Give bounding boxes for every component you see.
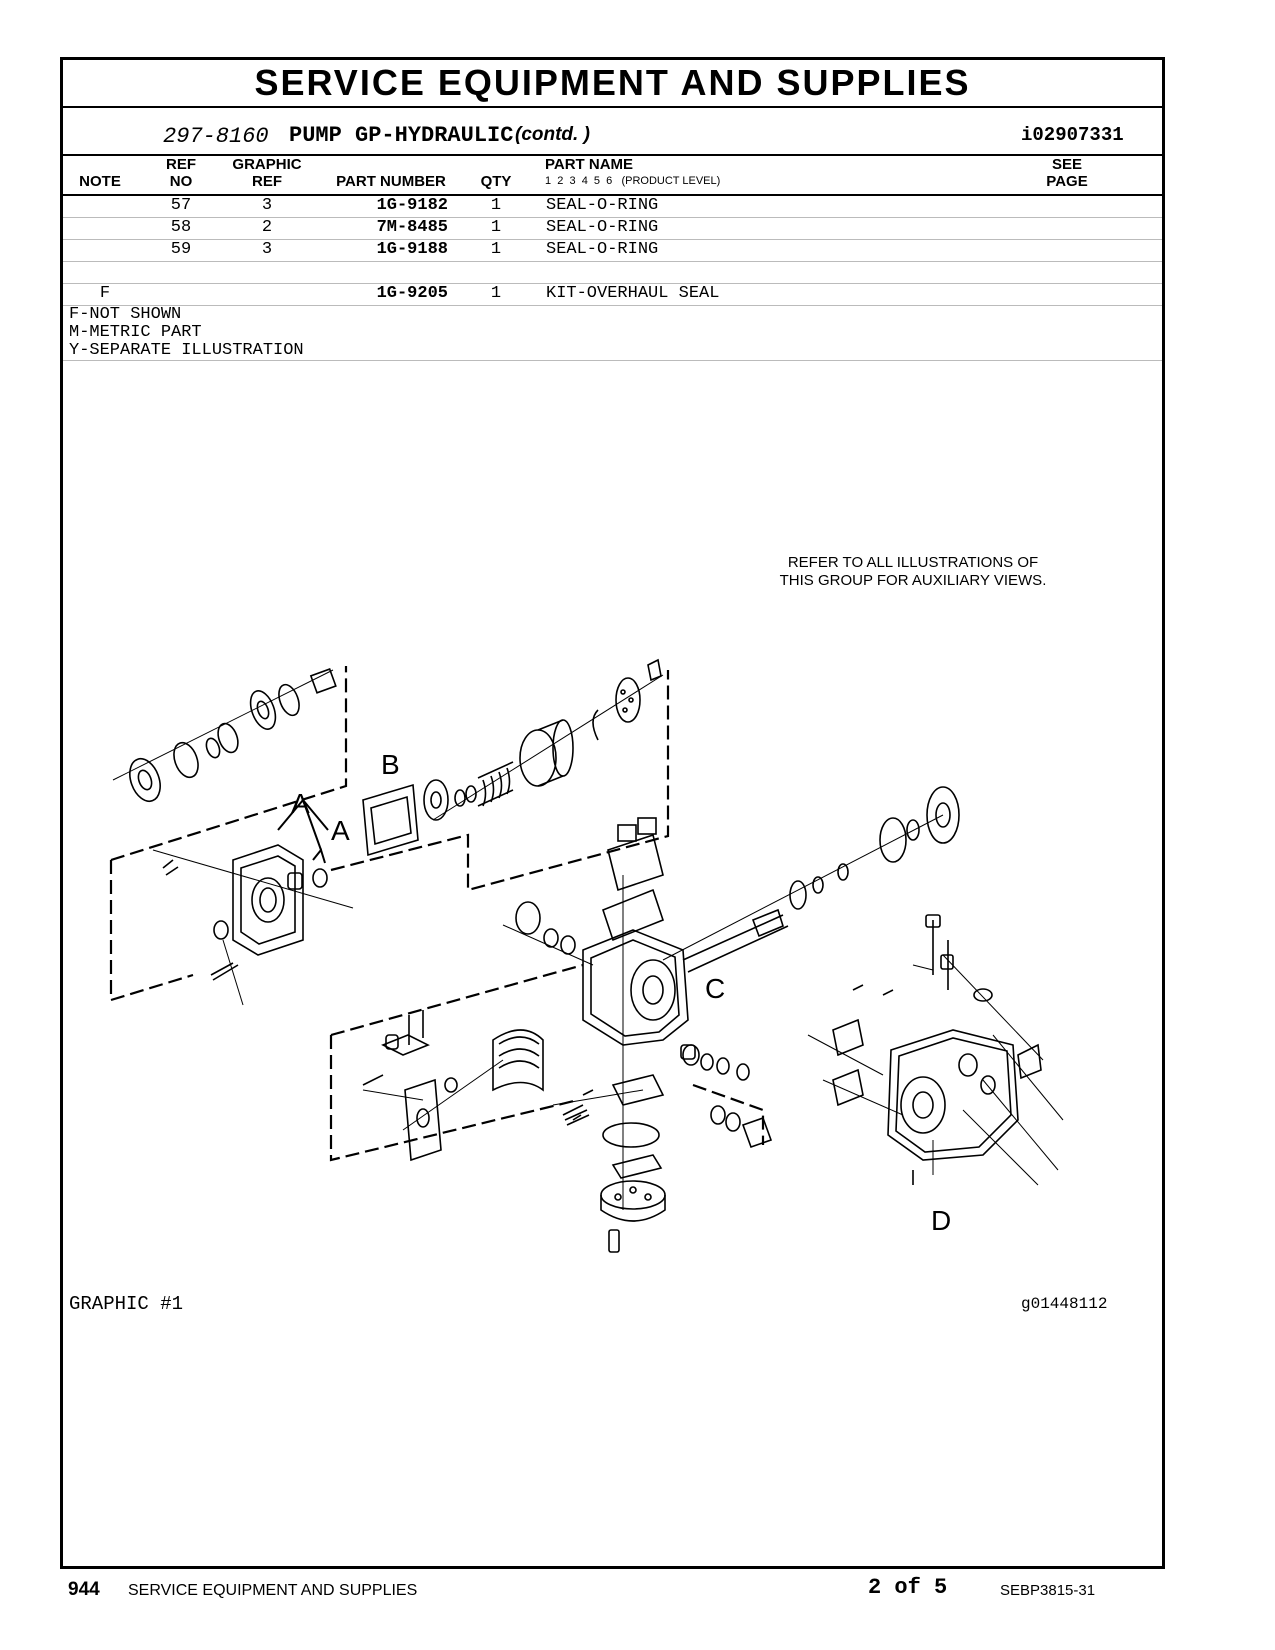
view-label-d: D <box>931 1205 951 1236</box>
group-header: 297-8160 PUMP GP-HYDRAULIC (contd. ) i02… <box>63 106 1162 156</box>
orifice-stack <box>572 1044 773 1149</box>
page-title: SERVICE EQUIPMENT AND SUPPLIES <box>63 60 1162 108</box>
view-label-c: C <box>705 973 725 1004</box>
leader-lines <box>112 669 1064 1210</box>
col-header-part-name: PART NAME 1 2 3 4 5 6 (PRODUCT LEVEL) <box>545 156 721 187</box>
group-number: 297-8160 <box>163 124 269 149</box>
legend-item: F-NOT SHOWN <box>69 305 182 324</box>
drive-shaft <box>682 786 960 973</box>
legend-item: M-METRIC PART <box>69 323 202 342</box>
control-valve-housing <box>162 844 328 981</box>
gasket-plate <box>362 779 449 857</box>
group-id: i02907331 <box>1021 124 1124 146</box>
group-name: PUMP GP-HYDRAULIC <box>289 123 514 148</box>
rear-housing <box>832 914 1042 1185</box>
table-row <box>63 261 1162 284</box>
footer-doc-number: SEBP3815-31 <box>1000 1582 1096 1599</box>
view-arrows <box>277 798 329 864</box>
footer-section: SERVICE EQUIPMENT AND SUPPLIES <box>128 1582 418 1599</box>
front-seal-assembly <box>129 668 337 803</box>
view-label-a: A <box>331 815 350 846</box>
col-header-part-number: PART NUMBER <box>336 173 446 190</box>
legend-item: Y-SEPARATE ILLUSTRATION <box>69 341 304 360</box>
page-frame: SERVICE EQUIPMENT AND SUPPLIES 297-8160 … <box>60 57 1165 1569</box>
product-level-label: (PRODUCT LEVEL) <box>621 175 721 187</box>
col-header-note: NOTE <box>79 173 121 190</box>
view-label-a: A <box>291 788 310 819</box>
product-level-numbers: 1 2 3 4 5 6 <box>545 175 613 187</box>
footer-page-of: 2 of 5 <box>868 1575 948 1600</box>
exploded-pump-illustration: A A B C D <box>109 658 1064 1253</box>
note-legend: F-NOT SHOWN M-METRIC PART Y-SEPARATE ILL… <box>69 306 304 360</box>
group-continued: (contd. ) <box>515 124 590 145</box>
footer-page-number: 944 <box>68 1579 100 1600</box>
col-header-qty: QTY <box>480 173 512 190</box>
bottom-cover <box>562 1074 666 1253</box>
swash-plate-assembly <box>362 1010 544 1162</box>
dashed-boundary <box>109 666 765 1162</box>
main-housing <box>515 817 689 1046</box>
cylinder-block-assembly <box>454 658 662 807</box>
graphic-label: GRAPHIC #1 <box>69 1293 184 1315</box>
graphic-id: g01448112 <box>1021 1295 1108 1313</box>
refer-note: REFER TO ALL ILLUSTRATIONS OF THIS GROUP… <box>779 554 1047 589</box>
view-label-b: B <box>381 749 400 780</box>
legend-divider <box>63 360 1162 361</box>
header-divider <box>63 194 1162 196</box>
